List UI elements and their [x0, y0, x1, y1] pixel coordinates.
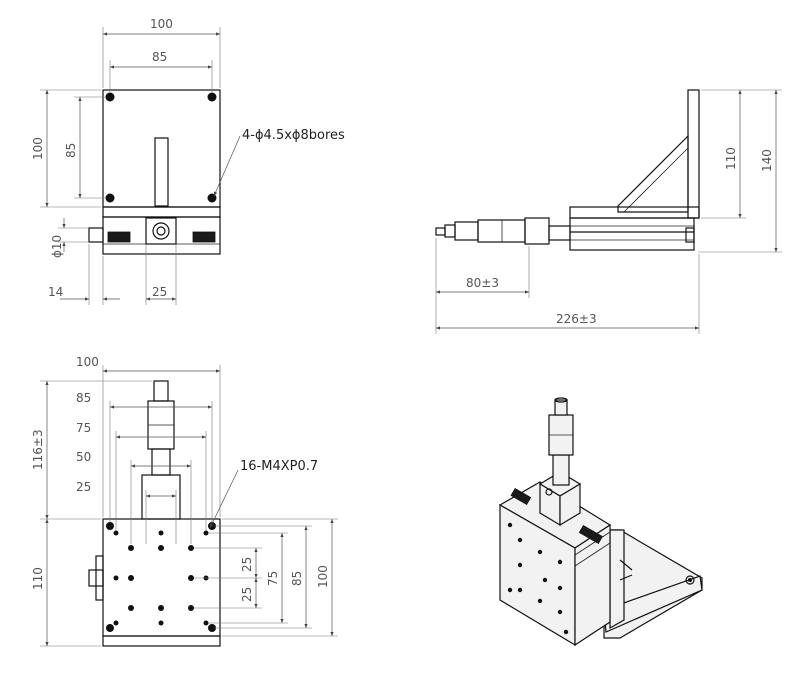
dim-140: 140 — [760, 149, 774, 172]
spring-block — [107, 231, 131, 243]
dim-hole-height-85: 85 — [64, 143, 78, 158]
dim-50: 50 — [76, 450, 91, 464]
spring-block — [192, 231, 216, 243]
iso-view — [498, 397, 703, 647]
dim-r25b: 25 — [240, 587, 254, 602]
dim-center-25: 25 — [152, 285, 167, 299]
top-view: 100 85 75 50 25 116±3 110 25 25 — [31, 355, 338, 647]
dim-width-100: 100 — [150, 17, 173, 31]
gusset — [617, 134, 689, 213]
micrometer-tip — [554, 399, 568, 416]
dim-knob-dia: ϕ10 — [50, 235, 64, 258]
dim-r75: 75 — [266, 571, 280, 586]
iso-holes — [507, 522, 569, 635]
dim-80: 80±3 — [466, 276, 499, 290]
lock-knob — [88, 227, 104, 243]
front-plate — [102, 89, 221, 208]
dim-r85: 85 — [290, 571, 304, 586]
dim-226: 226±3 — [556, 312, 597, 326]
stage-body — [569, 217, 695, 251]
dim-r100: 100 — [316, 565, 330, 588]
micrometer-knob — [152, 222, 170, 240]
dim-85: 85 — [76, 391, 91, 405]
dim-r25a: 25 — [240, 557, 254, 572]
center-slot — [154, 137, 169, 207]
base-block-top — [102, 206, 221, 218]
bore-hole — [105, 193, 115, 203]
top-plate — [102, 518, 221, 637]
bore-hole — [105, 92, 115, 102]
micrometer-thimble — [477, 219, 526, 243]
dim-offset-14: 14 — [48, 285, 63, 299]
micrometer-body — [524, 217, 550, 245]
dim-100: 100 — [76, 355, 99, 369]
threaded-holes — [113, 530, 209, 626]
dim-110: 110 — [724, 147, 738, 170]
bore-hole — [207, 193, 217, 203]
dim-75: 75 — [76, 421, 91, 435]
micrometer-mount — [145, 217, 177, 245]
dim-height-100: 100 — [31, 137, 45, 160]
dim-25: 25 — [76, 480, 91, 494]
vertical-bracket — [687, 89, 700, 219]
stage-side-face — [574, 523, 611, 647]
dim-116: 116±3 — [31, 429, 45, 470]
micrometer-mount — [141, 474, 181, 520]
dim-hole-85: 85 — [152, 50, 167, 64]
note-threads: 16-M4XP0.7 — [240, 459, 318, 474]
bore-hole — [207, 92, 217, 102]
dim-110: 110 — [31, 567, 45, 590]
front-view: 100 85 100 85 ϕ10 14 25 4-ϕ4.5xϕ8bores — [31, 17, 345, 305]
note-bores: 4-ϕ4.5xϕ8bores — [242, 128, 345, 143]
side-view: 110 140 80±3 226±3 — [435, 89, 782, 334]
micrometer-tip — [153, 380, 169, 402]
